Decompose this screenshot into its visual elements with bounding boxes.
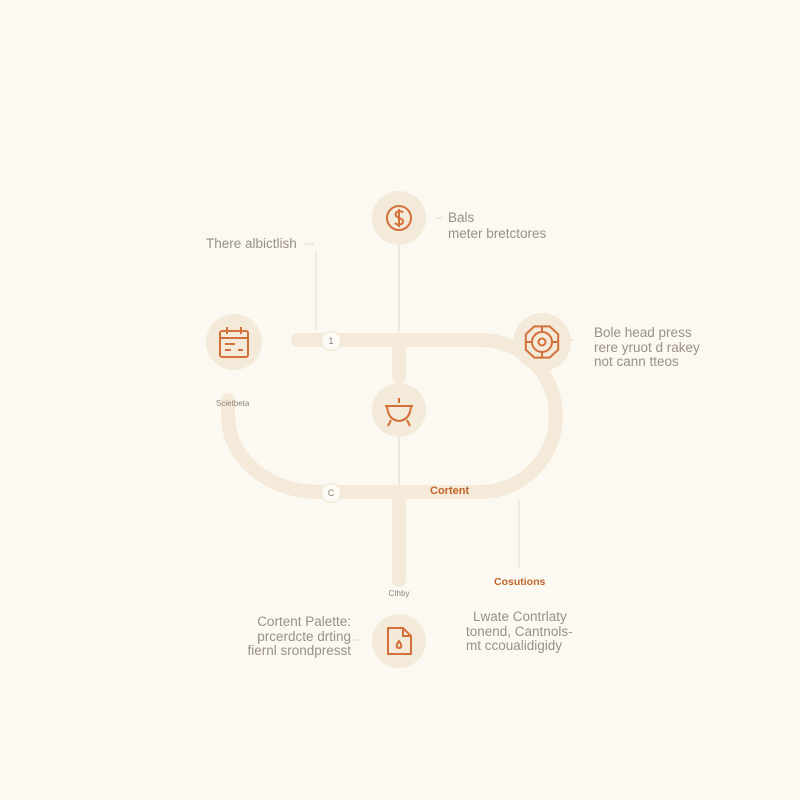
dollar-coin-icon xyxy=(386,205,412,231)
halo-left xyxy=(206,314,262,370)
bottom-left-label: Cortent Palette: prcerdcte drting fiernl… xyxy=(247,614,351,659)
right-node-line-2: rere yruot d rakey xyxy=(594,339,700,355)
bottom-right-label: Lwate Contrlaty tonend, Cantnols- mt cco… xyxy=(466,609,573,654)
document-icon xyxy=(387,627,412,655)
bottom-left-line-3: fiernl srondpresst xyxy=(247,643,351,659)
top-node-line-1: Bals xyxy=(448,210,475,225)
track-marker-top: 1 xyxy=(321,331,341,351)
bottom-right-line-1: Lwate Contrlaty xyxy=(473,609,567,624)
left-header-label: There albictlish xyxy=(206,236,297,251)
bottom-right-line-3: mt ccoualidigidy xyxy=(466,638,563,654)
bottom-left-line-2: prcerdcte drting xyxy=(257,628,351,644)
top-node-line-2: meter bretctores xyxy=(448,226,547,242)
left-node-note: Scietbeta xyxy=(216,399,250,408)
halo-center xyxy=(372,383,426,437)
bottom-left-line-1: Cortent Palette: xyxy=(257,614,351,629)
bottom-right-line-2: tonend, Cantnols- xyxy=(466,623,573,639)
halo-right xyxy=(513,313,571,371)
right-node-line-1: Bole head press xyxy=(594,325,692,340)
gear-icon xyxy=(524,325,560,359)
cauldron-icon xyxy=(385,398,413,427)
right-node-label: Bole head press rere yruot d rakey not c… xyxy=(594,325,700,370)
bottom-node-tag: Cthby xyxy=(388,589,410,598)
content-label: Cortent xyxy=(430,485,470,497)
top-node-label: Bals meter bretctores xyxy=(448,210,546,242)
track xyxy=(221,333,564,587)
calendar-icon xyxy=(219,327,249,358)
track-marker-bottom: C xyxy=(321,483,341,503)
cosutions-label: Cosutions xyxy=(494,576,546,588)
right-node-line-3: not cann tteos xyxy=(594,354,679,370)
